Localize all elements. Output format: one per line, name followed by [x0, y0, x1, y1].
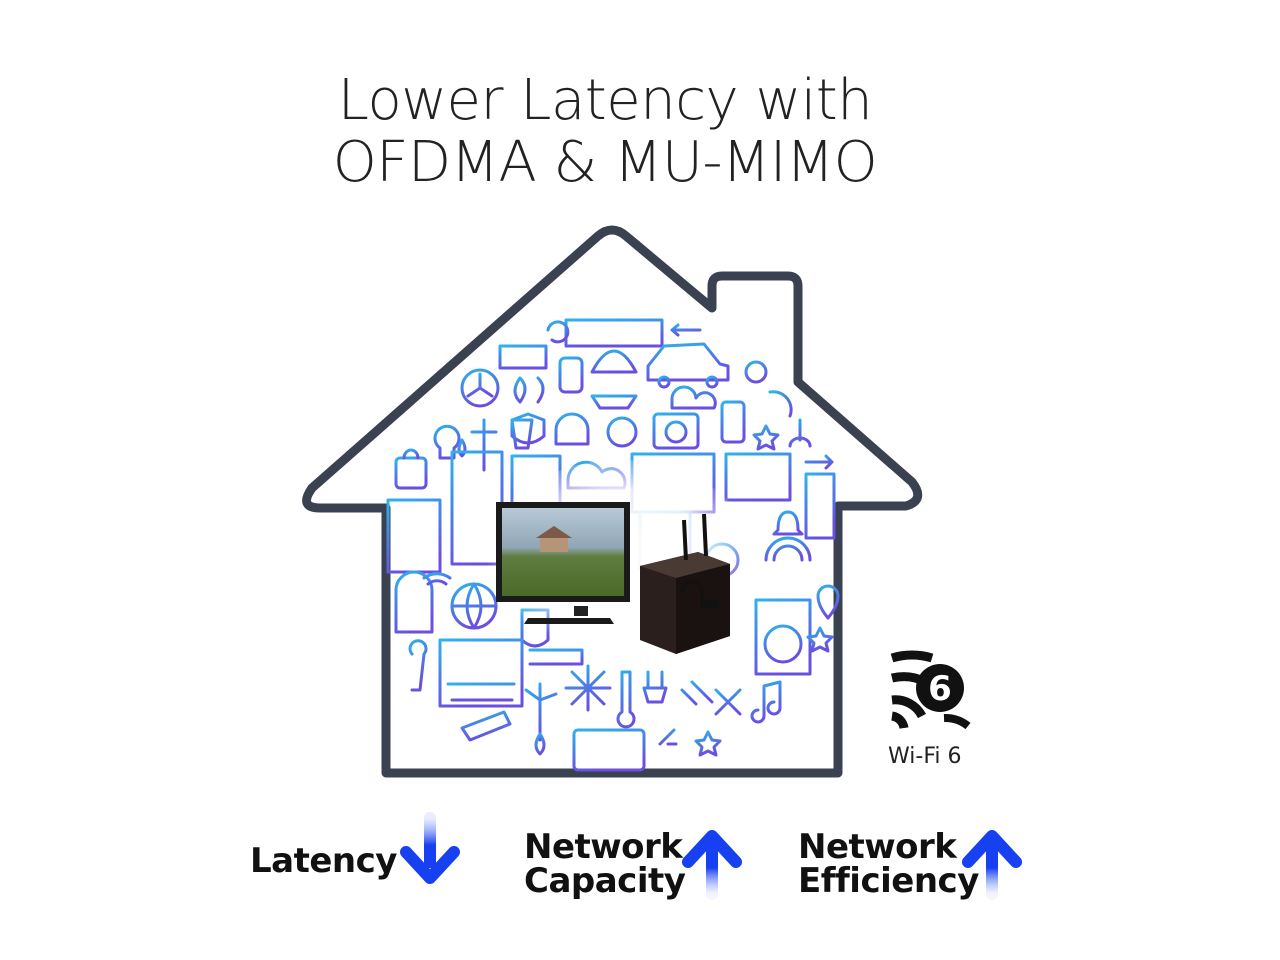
location-pin-icon	[816, 584, 840, 620]
feature-network-efficiency-line-2: Efficiency	[798, 861, 979, 901]
drop-small-icon	[534, 732, 546, 756]
camera-icon	[652, 412, 700, 450]
bell-icon	[772, 510, 804, 536]
feature-network-capacity-line-2: Capacity	[524, 861, 686, 901]
headline-line-1: Lower Latency with	[337, 68, 873, 133]
water-drop-icon	[457, 438, 467, 458]
router-device-photo	[640, 513, 730, 654]
feature-network-efficiency: Network Efficiency	[798, 830, 979, 898]
padlock-icon	[394, 456, 428, 490]
smartwatch-icon	[558, 356, 584, 394]
satellite-dish-icon	[768, 390, 793, 418]
wifi6-icon: 6	[890, 650, 971, 730]
music-note-icon	[750, 680, 782, 724]
fan-icon	[460, 368, 500, 408]
arrow-down-icon	[400, 812, 460, 884]
tools-icon	[680, 680, 714, 706]
feature-latency: Latency	[250, 844, 397, 878]
plant-icon	[513, 376, 545, 404]
star-bottom-icon	[694, 730, 722, 757]
mailbox-icon	[394, 570, 434, 634]
key-icon	[408, 639, 428, 692]
wifi6-label: Wi-Fi 6	[888, 744, 962, 769]
gear-icon	[744, 360, 768, 384]
feature-network-efficiency-line-1: Network	[798, 827, 957, 867]
refresh-icon	[546, 320, 570, 344]
headphones-icon	[554, 412, 590, 446]
battery-icon	[498, 344, 548, 370]
plug-icon	[642, 670, 668, 704]
garage-icon	[438, 638, 524, 708]
wrench-icon	[714, 688, 742, 716]
headline-line-2: OFDMA & MU-MIMO	[332, 130, 878, 195]
lamp-icon	[590, 349, 638, 374]
cloud-icon	[670, 385, 717, 410]
wifi6-digit: 6	[928, 669, 952, 709]
faucet-icon	[528, 648, 584, 666]
sunglasses-icon	[590, 394, 638, 410]
wifi-small-icon	[422, 572, 452, 586]
radiator-icon	[572, 728, 646, 772]
thermometer-icon	[616, 670, 636, 729]
arrow-up-icon	[682, 830, 742, 900]
feature-network-capacity-line-1: Network	[524, 827, 683, 867]
house-outline	[302, 225, 923, 778]
car-icon	[646, 342, 730, 382]
headline: Lower Latency with OFDMA & MU-MIMO	[0, 70, 1210, 194]
smartphone-icon	[720, 400, 746, 444]
joystick-icon	[788, 418, 812, 448]
flower-pot-icon	[510, 418, 534, 450]
settings-icon	[606, 416, 638, 448]
feature-network-capacity: Network Capacity	[524, 827, 686, 901]
star-small-icon	[806, 626, 834, 653]
arrow-right-icon	[804, 454, 834, 470]
feature-latency-label: Latency	[250, 841, 397, 881]
laptop-icon	[724, 452, 792, 502]
arrow-diag-icon	[658, 728, 678, 746]
wind-turbine-icon	[524, 682, 558, 742]
door-icon	[804, 472, 836, 540]
arrow-up-icon	[962, 830, 1022, 900]
smart-devices-icon-cluster	[386, 318, 840, 772]
oven-icon	[386, 498, 442, 574]
arrow-left-icon	[670, 323, 702, 337]
security-camera-icon	[460, 710, 512, 742]
wifi-signal-icon	[764, 536, 812, 562]
antenna-icon	[470, 418, 498, 472]
lightbulb-icon	[433, 424, 461, 460]
monitor-photo	[496, 502, 630, 624]
star-icon	[752, 424, 780, 451]
snowflake-icon	[564, 664, 612, 712]
